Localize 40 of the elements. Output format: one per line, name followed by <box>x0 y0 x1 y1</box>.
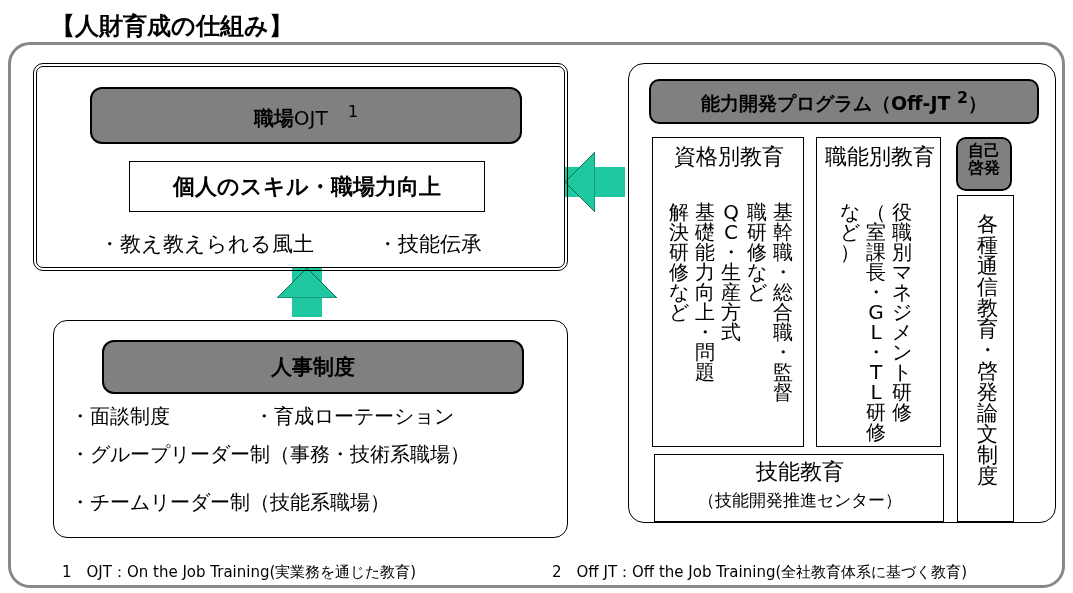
course-detail: （技能開発推進センター） <box>697 491 903 511</box>
bullet-text: ・チームリーダー制（技能系職場） <box>70 491 390 514</box>
header-text: 能力開発プログラム（Off-JT $^{2}$） <box>699 88 989 115</box>
footnote: 1 OJT：On the Job Training(実業務を通じた教育) <box>62 564 417 582</box>
block-arrow <box>276 267 338 317</box>
bullet-text: ・技能伝承 <box>377 232 482 257</box>
bullet-text: ・育成ローテーション <box>254 405 454 428</box>
course-detail: 基礎能力向上・問題 <box>694 202 716 382</box>
goal-text: 個人のスキル・職場力向上 <box>171 173 442 200</box>
course-detail: 職研修など <box>746 202 768 302</box>
header-text: 自己啓発 <box>967 143 1001 177</box>
header-bar <box>102 340 524 394</box>
ojt-panel <box>33 63 568 271</box>
course-detail: など） <box>839 202 861 262</box>
header-bar <box>649 79 1039 124</box>
course-title: 職能別教育 <box>823 144 936 170</box>
header-bar <box>90 87 522 144</box>
course-box <box>652 137 804 447</box>
course-detail: QC・生産方式 <box>720 202 742 342</box>
header-text: 職場OJT $^{1}$ <box>252 101 360 130</box>
course-box <box>957 195 1014 522</box>
footnote: 2 Off JT：Off the Job Training(全社教育体系に基づく教育) <box>552 564 968 582</box>
goal-box <box>129 161 485 212</box>
course-box <box>816 137 941 447</box>
course-title: 技能教育 <box>755 459 845 485</box>
course-detail: 基幹職・総合職・監督 <box>772 202 794 402</box>
course-box <box>654 454 944 522</box>
course-detail: 解決研修など <box>668 202 690 322</box>
course-detail: 役職別マネジメント研修 <box>891 202 913 422</box>
header-text: 人事制度 <box>270 354 356 380</box>
bullet-text: ・教え教えられる風土 <box>99 232 314 257</box>
bullet-text: ・グループリーダー制（事務・技術系職場） <box>70 443 470 466</box>
personnel-panel <box>53 320 568 538</box>
course-detail: （室課長・GL・TL研修 <box>865 202 887 442</box>
header-bar <box>956 137 1012 191</box>
training-panel <box>628 63 1056 523</box>
block-arrow <box>564 151 625 213</box>
bullet-text: ・面談制度 <box>70 405 170 428</box>
course-detail: 各種通信教育・啓発論文制度 <box>975 214 999 487</box>
course-title: 資格別教育 <box>673 144 785 170</box>
